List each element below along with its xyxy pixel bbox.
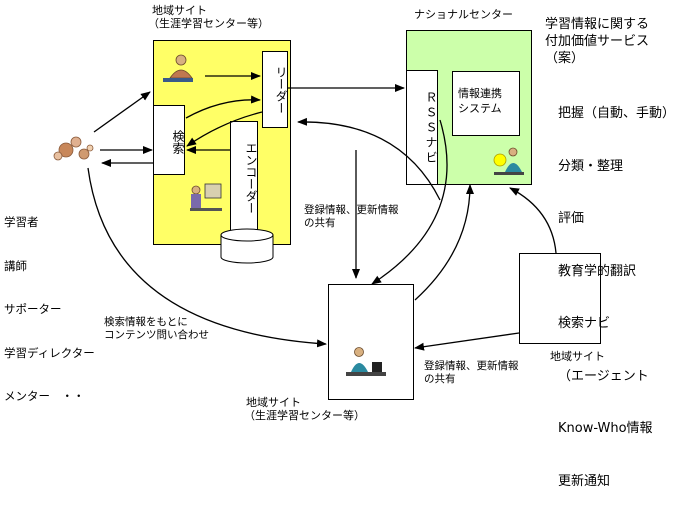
info-system-label: 情報連携 システム bbox=[458, 87, 502, 115]
learner-role: 学習者 bbox=[4, 215, 39, 229]
rss-navi-label: ＲＳＳナビ bbox=[424, 90, 438, 166]
reader-box bbox=[262, 51, 288, 128]
arrow-curve-to-reader bbox=[297, 117, 441, 201]
services-heading: 学習情報に関する 付加価値サービス （案） bbox=[545, 17, 650, 66]
operator-at-computer-icon bbox=[190, 183, 222, 211]
search-box bbox=[153, 105, 185, 175]
services-item: 評価 bbox=[558, 211, 585, 226]
administrator-person-icon bbox=[163, 54, 193, 82]
national-center-title: ナショナルセンター bbox=[414, 8, 513, 21]
reader-label: リーダー bbox=[274, 66, 288, 114]
local-site-right-box bbox=[519, 253, 601, 344]
arrow-rss-to-bottom bbox=[371, 119, 448, 285]
arrow-learner-to-bottom bbox=[87, 167, 327, 348]
arrow-learner-to-site bbox=[93, 91, 151, 133]
database-icon bbox=[220, 228, 274, 264]
arrow-right-to-bottom bbox=[414, 332, 520, 351]
local-site-bottom-box bbox=[328, 284, 414, 400]
local-site-bottom-title: 地域サイト bbox=[246, 396, 301, 409]
info-system-box bbox=[452, 71, 520, 136]
local-site-top-subtitle: （生涯学習センター等） bbox=[148, 17, 269, 30]
arrow-search-to-reader bbox=[185, 95, 261, 119]
local-site-bottom-subtitle: （生涯学習センター等） bbox=[244, 409, 365, 422]
arrow-reader-to-search bbox=[186, 111, 263, 147]
learner-role: サポーター bbox=[4, 302, 62, 316]
learners-list: 学習者 講師 サポーター 学習ディレクター メンター ・・ bbox=[4, 186, 95, 418]
arrow-right-to-center bbox=[509, 187, 557, 254]
learner-role: 学習ディレクター bbox=[4, 345, 95, 360]
registration-info-bottom-label: 登録情報、更新情報 の共有 bbox=[424, 360, 519, 385]
services-item: Know-Who情報 bbox=[558, 421, 653, 436]
services-item: 更新通知 bbox=[558, 473, 611, 489]
rss-navi-box bbox=[406, 70, 438, 185]
bottom-site-staff-icon bbox=[346, 347, 386, 376]
services-item: 把握（自動、手動） bbox=[558, 106, 676, 121]
services-item: （エージェント bbox=[558, 368, 649, 384]
registration-info-center-label: 登録情報、更新情報 の共有 bbox=[304, 204, 399, 229]
services-item: 検索ナビ bbox=[558, 316, 611, 331]
services-item: 教育学的翻訳 bbox=[558, 263, 637, 279]
center-staff-icon bbox=[493, 147, 524, 175]
encoder-label: エンコーダー bbox=[244, 142, 258, 214]
local-site-top-title: 地域サイト bbox=[152, 4, 207, 17]
search-query-label: 検索情報をもとに コンテンツ問い合わせ bbox=[104, 316, 209, 341]
arrow-bottom-to-center bbox=[414, 184, 474, 301]
search-label: 検索 bbox=[171, 130, 185, 154]
services-item: 分類・整理 bbox=[558, 158, 624, 174]
learners-group-icon bbox=[53, 136, 94, 161]
diagram-canvas bbox=[53, 54, 557, 376]
learner-role: メンター ・・ bbox=[4, 389, 85, 403]
encoder-box bbox=[230, 121, 258, 234]
learner-role: 講師 bbox=[4, 258, 27, 273]
services-list: 把握（自動、手動） 分類・整理 評価 教育学的翻訳 検索ナビ （エージェント K… bbox=[558, 70, 675, 508]
local-site-right-title: 地域サイト bbox=[550, 350, 605, 363]
